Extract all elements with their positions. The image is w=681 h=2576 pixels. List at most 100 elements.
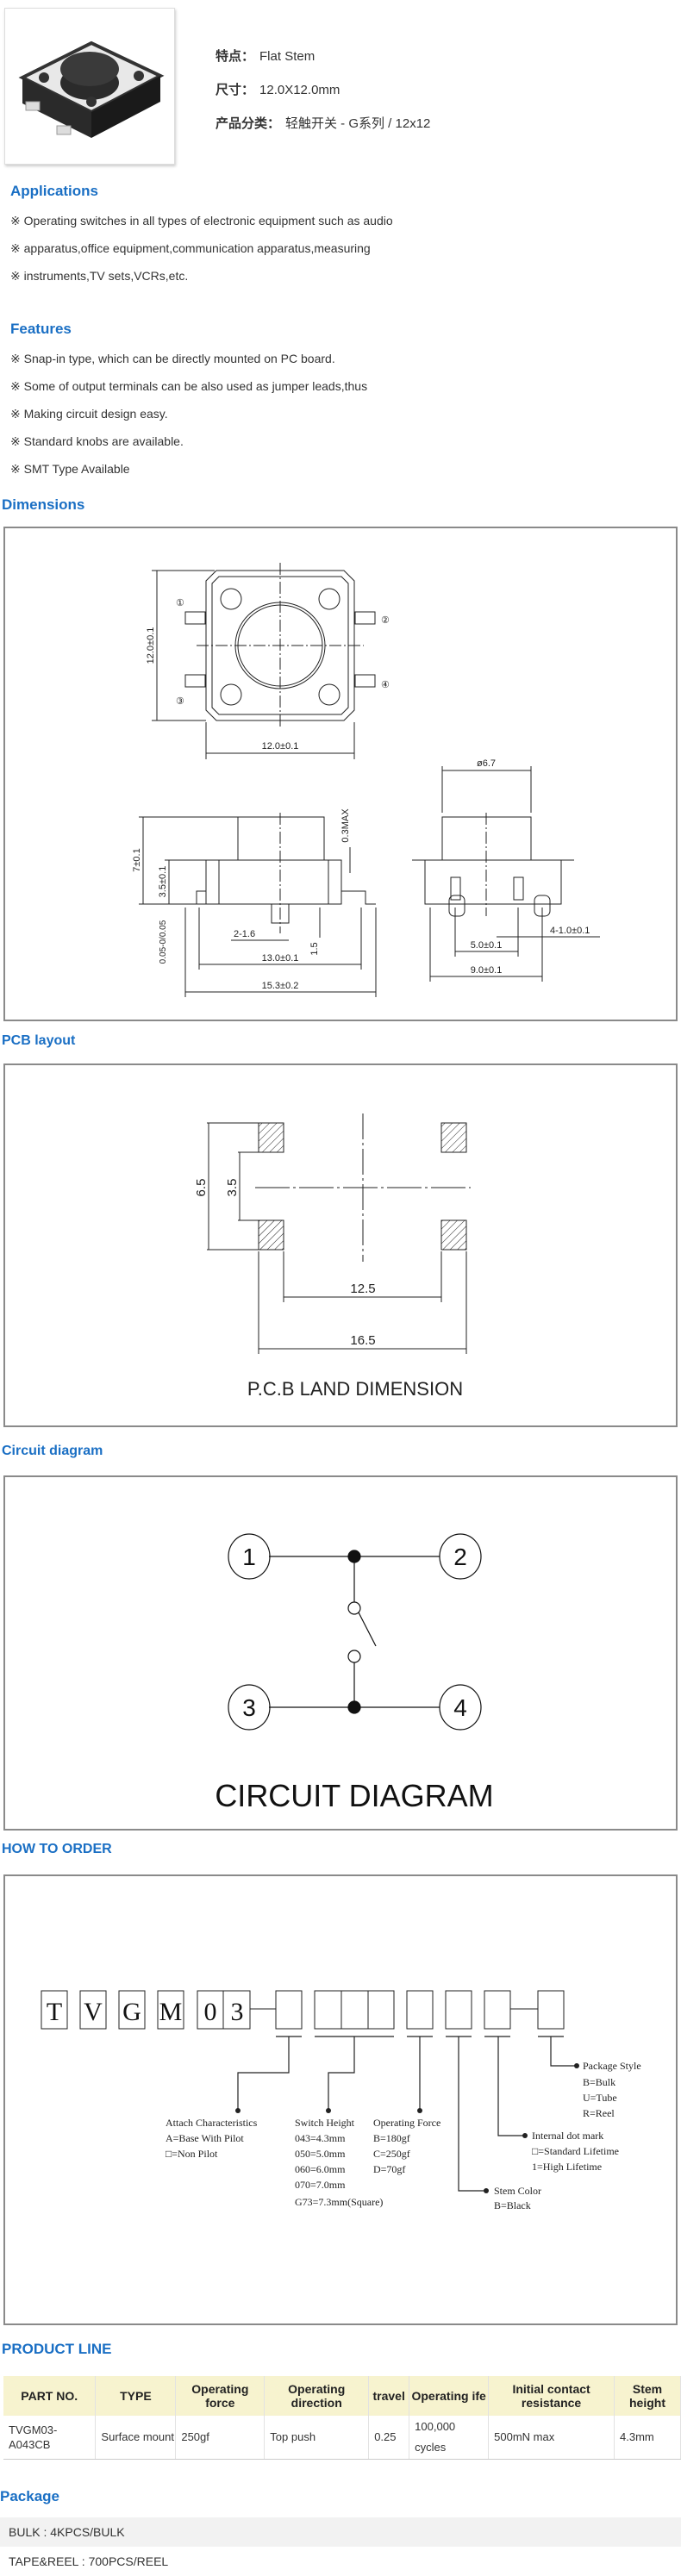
dimensions-drawing: 12.0±0.1 12.0±0.1 ① ② ③ ④ 7±0.1 3.5±0.1 … bbox=[3, 527, 678, 1021]
circuit-drawing: 1 2 3 4 CIRCUIT DIAGRAM bbox=[3, 1475, 678, 1831]
pin-label: ① bbox=[176, 598, 184, 608]
order-heading: HOW TO ORDER bbox=[2, 1842, 112, 1856]
pkg-label: Package Style bbox=[583, 2060, 641, 2072]
code-char: V bbox=[84, 1998, 103, 2026]
table-cell: Top push bbox=[264, 2416, 370, 2460]
table-row: TVGM03-A043CB Surface mount 250gf Top pu… bbox=[3, 2416, 681, 2460]
pin-number: 3 bbox=[242, 1694, 256, 1721]
dim-label: 5.0±0.1 bbox=[471, 940, 503, 951]
spec-category: 产品分类：轻触开关 - G系列 / 12x12 bbox=[216, 116, 431, 131]
dot-option: 1=High Lifetime bbox=[532, 2161, 602, 2173]
code-char: 3 bbox=[231, 1998, 244, 2026]
product-line-heading: PRODUCT LINE bbox=[2, 2341, 112, 2357]
side-view bbox=[139, 813, 377, 997]
dim-label: 7±0.1 bbox=[132, 848, 142, 871]
column-header: Operating direction bbox=[264, 2376, 370, 2416]
force-option: D=70gf bbox=[373, 2163, 405, 2175]
dim-label: 15.3±0.2 bbox=[262, 981, 299, 991]
package-heading: Package bbox=[0, 2488, 59, 2504]
dim-label: 4-1.0±0.1 bbox=[550, 926, 590, 936]
feature-line: ※ Some of output terminals can be also u… bbox=[10, 379, 368, 393]
force-option: C=250gf bbox=[373, 2148, 410, 2160]
application-line: ※ Operating switches in all types of ele… bbox=[10, 214, 393, 228]
height-label: Switch Height bbox=[295, 2117, 355, 2129]
force-label: Operating Force bbox=[373, 2117, 440, 2129]
dim-label: 0.05-0/0.05 bbox=[159, 920, 168, 964]
product-line-table: PART NO. TYPE Operating force Operating … bbox=[3, 2376, 681, 2460]
dim-label: 0.3MAX bbox=[340, 808, 351, 843]
dim-label: 16.5 bbox=[350, 1333, 375, 1348]
feature-line: ※ Making circuit design easy. bbox=[10, 407, 168, 421]
feature-line: ※ SMT Type Available bbox=[10, 462, 130, 476]
feature-line: ※ Snap-in type, which can be directly mo… bbox=[10, 352, 335, 365]
column-header: travel bbox=[368, 2376, 410, 2416]
circuit-caption: CIRCUIT DIAGRAM bbox=[215, 1778, 493, 1813]
dim-label: 6.5 bbox=[194, 1179, 209, 1197]
pin-circle bbox=[228, 1533, 482, 1731]
dim-label: 12.0±0.1 bbox=[262, 741, 299, 752]
stem-option: B=Black bbox=[494, 2199, 531, 2211]
dim-label: 13.0±0.1 bbox=[262, 953, 299, 964]
table-cell: TVGM03-A043CB bbox=[3, 2416, 97, 2460]
top-view bbox=[152, 563, 376, 759]
column-header: Operating force bbox=[175, 2376, 266, 2416]
dimensions-heading: Dimensions bbox=[2, 496, 85, 513]
dim-label: 12.5 bbox=[350, 1282, 375, 1296]
spec-size: 尺寸：12.0X12.0mm bbox=[216, 83, 340, 97]
dim-label: 3.5 bbox=[225, 1179, 240, 1197]
table-cell: 100,000 cycles bbox=[409, 2416, 490, 2460]
attach-option: □=Non Pilot bbox=[166, 2148, 218, 2160]
circuit-heading: Circuit diagram bbox=[2, 1444, 103, 1458]
table-cell: 4.3mm bbox=[614, 2416, 681, 2460]
application-line: ※ instruments,TV sets,VCRs,etc. bbox=[10, 269, 189, 283]
table-header-row: PART NO. TYPE Operating force Operating … bbox=[3, 2376, 681, 2416]
height-option: 050=5.0mm bbox=[295, 2148, 346, 2160]
table-cell: 250gf bbox=[175, 2416, 266, 2460]
applications-heading: Applications bbox=[10, 183, 99, 199]
pin-label: ③ bbox=[176, 696, 184, 707]
pkg-option: B=Bulk bbox=[583, 2076, 615, 2088]
column-header: TYPE bbox=[95, 2376, 177, 2416]
pcb-pads bbox=[258, 1122, 467, 1251]
dim-label: 9.0±0.1 bbox=[471, 965, 503, 976]
code-char: T bbox=[47, 1998, 62, 2026]
tact-switch-photo-icon bbox=[18, 41, 165, 138]
dot-option: □=Standard Lifetime bbox=[532, 2145, 619, 2157]
height-option: 060=6.0mm bbox=[295, 2163, 346, 2175]
column-header: Initial contact resistance bbox=[488, 2376, 615, 2416]
column-header: Stem height bbox=[614, 2376, 681, 2416]
pkg-option: R=Reel bbox=[583, 2107, 615, 2119]
dim-label: 2-1.6 bbox=[234, 929, 255, 939]
pkg-option: U=Tube bbox=[583, 2092, 617, 2104]
dim-label: 3.5±0.1 bbox=[158, 866, 168, 898]
dim-label: ø6.7 bbox=[477, 758, 496, 769]
column-header: PART NO. bbox=[3, 2376, 97, 2416]
pcb-drawing: 6.5 3.5 12.5 16.5 P.C.B LAND DIMENSION bbox=[3, 1063, 678, 1427]
pin-number: 1 bbox=[242, 1544, 256, 1570]
pin-number: 4 bbox=[453, 1694, 467, 1721]
pcb-caption: P.C.B LAND DIMENSION bbox=[247, 1378, 463, 1400]
attach-label: Attach Characteristics bbox=[166, 2117, 258, 2129]
package-row: BULK : 4KPCS/BULK bbox=[0, 2517, 681, 2547]
order-code-diagram: T V G M 0 3 Attach Characteristics A=Bas… bbox=[3, 1874, 678, 2325]
pin-number: 2 bbox=[453, 1544, 467, 1570]
dot-label: Internal dot mark bbox=[532, 2130, 603, 2142]
feature-line: ※ Standard knobs are available. bbox=[10, 434, 184, 448]
spec-feature: 特点：Flat Stem bbox=[216, 49, 316, 64]
stem-label: Stem Color bbox=[494, 2185, 541, 2197]
pin-label: ② bbox=[381, 615, 390, 626]
height-option: 070=7.0mm bbox=[295, 2179, 346, 2191]
dim-label: 1.5 bbox=[309, 942, 320, 955]
front-view bbox=[412, 766, 600, 982]
code-char: 0 bbox=[204, 1998, 217, 2026]
pin-label: ④ bbox=[381, 680, 390, 690]
package-row: TAPE&REEL : 700PCS/REEL bbox=[9, 2554, 169, 2568]
table-cell: 500mN max bbox=[488, 2416, 615, 2460]
column-header: Operating ife bbox=[409, 2376, 490, 2416]
code-char: M bbox=[159, 1998, 183, 2026]
table-cell: 0.25 bbox=[368, 2416, 410, 2460]
code-char: G bbox=[122, 1998, 141, 2026]
height-option: G73=7.3mm(Square) bbox=[295, 2196, 383, 2208]
force-option: B=180gf bbox=[373, 2132, 410, 2144]
application-line: ※ apparatus,office equipment,communicati… bbox=[10, 241, 371, 255]
